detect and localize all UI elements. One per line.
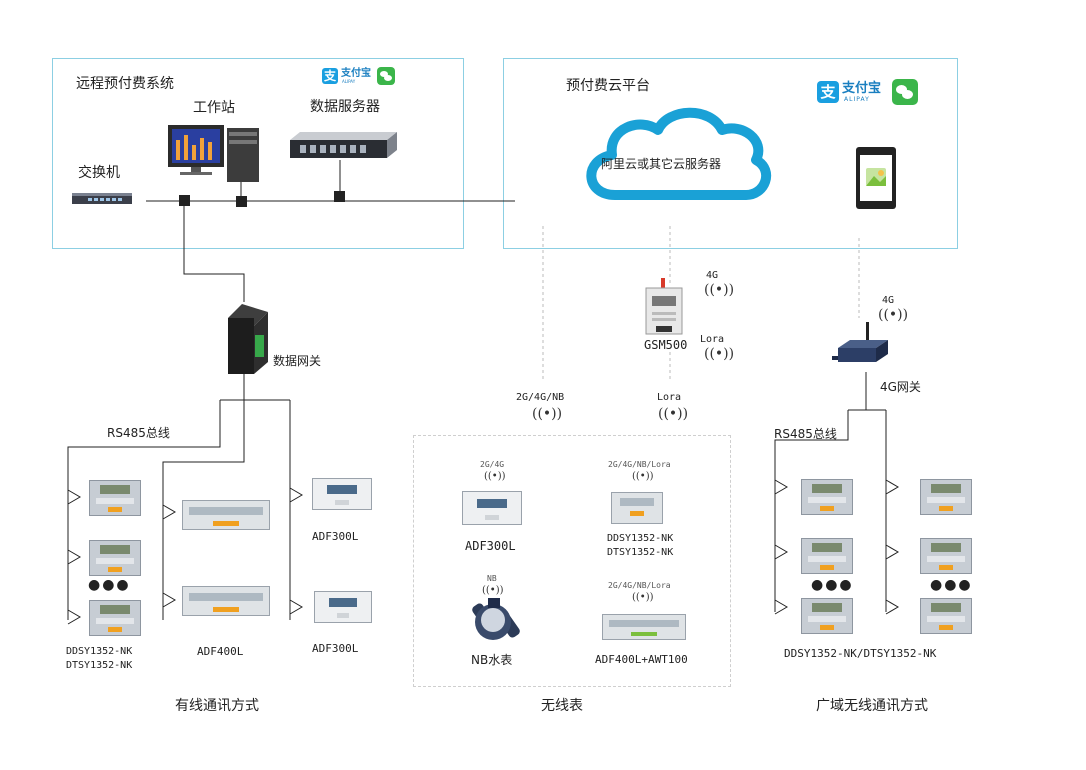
bus-left [67,400,221,620]
adf400l-awt-tag: 2G/4G/NB/Lora [608,581,671,590]
ddsy-wireless-label: DDSY1352-NK [607,533,674,544]
alipay-text: 支付宝 [341,68,371,79]
wan-4g-label: 4G [882,295,895,306]
adf400l-awt-device [602,614,686,640]
link-label-right: Lora [657,392,682,403]
cloud-server-label: 阿里云或其它云服务器 [601,157,722,171]
gateway-link [183,206,245,302]
adf300l-device [312,478,372,510]
wireless-meter-box [413,435,731,687]
nb-tag: NB [487,574,497,583]
wan-meter-device [801,479,853,515]
adf300l-label: ADF300L [312,642,359,655]
tablet-device [856,147,896,209]
adf300l-device [314,591,372,623]
adf400l-awt-label: ADF400L+AWT100 [595,653,688,666]
ddsy-meter-device [89,600,141,636]
wifi-icon: ((•)) [658,406,689,422]
lan-node [179,195,190,206]
wechat-pay-icon [377,67,395,85]
cloud-icon [586,107,772,200]
meter-model-label: DTSY1352-NK [66,660,133,671]
adf400l-label: ADF400L [197,645,244,658]
wifi-icon: ((•)) [704,282,735,298]
alipay-logo: 支 支付宝 ALIPAY [322,68,371,84]
alipay-logo: 支 支付宝 ALIPAY [817,81,887,105]
adf400l-device [182,586,270,616]
ellipsis-dots: ●●● [88,577,131,593]
nb-water-meter-device [472,598,520,640]
alipay-mark-icon: 支 [322,68,338,84]
switch-device [72,193,132,204]
wan-section-title: 广域无线通讯方式 [816,698,928,714]
cloud-platform-title: 预付费云平台 [566,78,650,94]
wifi-icon: ((•)) [704,346,735,362]
wan-rs485-label: RS485总线 [774,427,837,441]
4g-gateway-label: 4G网关 [880,380,921,394]
wan-bus-left [774,410,849,612]
wan-meter-device [801,598,853,634]
ddsy-meter-device [89,480,141,516]
remote-system-title: 远程预付费系统 [76,76,174,92]
gsm500-label: GSM500 [644,338,688,352]
wifi-icon: ((•)) [482,585,504,596]
nb-water-meter-label: NB水表 [471,653,513,667]
data-server-label: 数据服务器 [310,99,380,115]
alipay-subtext: ALIPAY [844,96,870,103]
wechat-pay-icon [892,79,918,105]
ddsy-wireless-device [611,492,663,524]
wireless-section-title: 无线表 [541,698,583,714]
ellipsis-dots: ●●● [930,577,973,593]
wan-meter-device [801,538,853,574]
bus-mid [162,400,245,620]
adf300l-wireless-label: ADF300L [465,539,516,553]
data-server-device [290,132,397,158]
wan-meter-device [920,538,972,574]
rs485-bus-label: RS485总线 [107,426,170,440]
adf300l-tag: 2G/4G [480,460,505,469]
meter-model-label: DDSY1352-NK [66,646,133,657]
gsm500-device [645,278,683,335]
workstation-label: 工作站 [193,100,235,116]
ddsy-tag: 2G/4G/NB/Lora [608,460,671,469]
wan-meter-device [920,479,972,515]
link-label-left: 2G/4G/NB [516,392,565,403]
ddsy-meter-device [89,540,141,576]
adf300l-label: ADF300L [312,530,359,543]
dtsy-wireless-label: DTSY1352-NK [607,547,674,558]
ellipsis-dots: ●●● [811,577,854,593]
4g-gateway-device [832,322,888,362]
lan-node [236,196,247,207]
adf300l-wireless-device [462,491,522,525]
cloud-platform-box [503,58,958,249]
data-gateway-device [228,304,268,374]
switch-label: 交换机 [78,165,120,181]
alipay-text: 支付宝 [842,81,882,96]
alipay-subtext: ALIPAY [342,79,356,84]
wifi-icon: ((•)) [632,592,654,603]
wired-section-title: 有线通讯方式 [175,698,259,714]
gsm-lora-label: Lora [700,334,725,345]
wifi-icon: ((•)) [532,406,563,422]
remote-system-box [52,58,464,249]
wifi-icon: ((•)) [484,471,506,482]
wifi-icon: ((•)) [878,307,909,323]
gsm-4g-label: 4G [706,270,719,281]
lan-node [334,191,345,202]
alipay-mark-icon: 支 [817,81,839,103]
wifi-icon: ((•)) [632,471,654,482]
wan-meter-label: DDSY1352-NK/DTSY1352-NK [784,647,937,660]
workstation-device [168,125,259,182]
adf400l-device [182,500,270,530]
wan-meter-device [920,598,972,634]
data-gateway-label: 数据网关 [273,354,322,368]
